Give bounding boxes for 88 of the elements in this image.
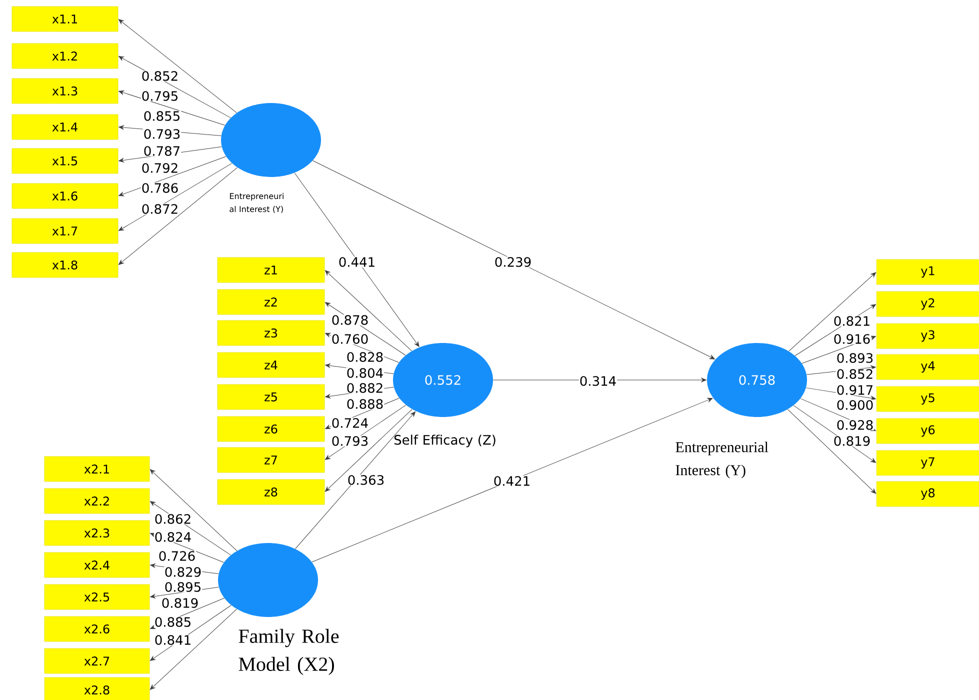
indicator-box: y5 (876, 386, 979, 412)
indicator-box: x1.1 (12, 6, 118, 32)
indicator-box: x2.4 (44, 552, 150, 578)
indicator-box: y3 (876, 323, 979, 349)
edge-label: 0.917 (836, 384, 874, 396)
indicator-box: x1.7 (12, 218, 118, 244)
indicator-box: y1 (876, 259, 979, 285)
edge-label: 0.363 (346, 474, 386, 486)
edge-label: 0.828 (346, 352, 384, 362)
edge-label: 0.760 (330, 334, 370, 344)
construct-ellipse (221, 103, 321, 177)
indicator-box: x1.3 (12, 78, 118, 104)
edge-label: 0.900 (836, 400, 874, 410)
edge-label: 0.726 (158, 550, 196, 562)
indicator-box: x2.1 (44, 456, 150, 482)
edge-label: 0.829 (164, 566, 202, 578)
edge-label: 0.314 (578, 376, 618, 386)
arrow (788, 409, 876, 494)
indicator-box: z5 (217, 384, 325, 410)
edge-label: 0.878 (330, 314, 370, 326)
edge-label: 0.793 (330, 436, 370, 446)
arrow (118, 167, 238, 265)
edge-label: 0.787 (142, 146, 182, 156)
edge-label: 0.724 (330, 418, 370, 428)
arrow (788, 272, 876, 352)
edge-label: 0.872 (140, 204, 180, 214)
indicator-box: z1 (217, 257, 325, 283)
construct-ellipse (218, 543, 318, 617)
edge-label: 0.841 (154, 634, 192, 646)
edge-label: 0.239 (494, 256, 532, 268)
indicator-box: z8 (217, 479, 325, 505)
edge-label: 0.895 (164, 582, 202, 592)
indicator-box: x2.7 (44, 648, 150, 674)
indicator-box: z2 (217, 289, 325, 315)
indicator-box: y7 (876, 450, 979, 476)
indicator-box: y2 (876, 291, 979, 317)
edge-label: 0.821 (832, 316, 872, 326)
indicator-box: x2.3 (44, 520, 150, 546)
edge-label: 0.888 (346, 398, 384, 410)
indicator-box: x2.2 (44, 488, 150, 514)
construct-label: Entrepreneuri al Interest (Y) (230, 192, 284, 214)
edge-label: 0.928 (836, 420, 874, 430)
edge-label: 0.819 (832, 436, 872, 446)
edge-label: 0.916 (832, 334, 872, 344)
edge-label: 0.824 (154, 532, 192, 542)
edge-label: 0.855 (142, 110, 182, 122)
arrow (150, 608, 237, 690)
indicator-box: z3 (217, 320, 325, 346)
edge-label: 0.421 (492, 476, 532, 486)
arrow (324, 270, 412, 352)
indicator-box: z4 (217, 352, 325, 378)
indicator-box: x1.6 (12, 183, 118, 209)
indicator-box: x1.8 (12, 252, 118, 278)
edge-label: 0.852 (836, 368, 874, 380)
edge-label: 0.441 (338, 256, 376, 268)
edge-label: 0.795 (140, 90, 180, 102)
arrow (295, 411, 416, 550)
indicator-box: y6 (876, 418, 979, 444)
arrow (118, 19, 237, 114)
indicator-box: x1.5 (12, 148, 118, 174)
indicator-box: z7 (217, 447, 325, 473)
indicator-box: x2.8 (44, 677, 150, 700)
arrow (312, 160, 715, 360)
edge-label: 0.793 (142, 128, 182, 140)
edge-label: 0.792 (140, 162, 180, 174)
edge-label: 0.804 (346, 368, 384, 378)
edge-label: 0.786 (140, 182, 180, 194)
indicator-box: z6 (217, 416, 325, 442)
edge-label: 0.852 (140, 70, 180, 82)
indicator-box: y4 (876, 354, 979, 380)
construct-label: Family Role Model (X2) (238, 628, 339, 676)
edge-label: 0.882 (346, 382, 384, 394)
construct-label: Entrepreneurial Interest (Y) (676, 442, 768, 478)
arrow (294, 172, 420, 347)
edge-label: 0.819 (160, 598, 200, 608)
indicator-box: x2.6 (44, 616, 150, 642)
indicator-box: x1.2 (12, 43, 118, 69)
indicator-box: y8 (876, 481, 979, 507)
arrow (150, 469, 238, 552)
arrow (118, 90, 226, 126)
edge-label: 0.893 (836, 352, 874, 364)
indicator-box: x2.5 (44, 584, 150, 610)
indicator-box: x1.4 (12, 114, 118, 140)
arrow (324, 409, 412, 492)
edge-label: 0.885 (154, 616, 192, 628)
arrow (312, 398, 713, 562)
edge-label: 0.862 (154, 514, 192, 524)
construct-label: Self Efficacy (Z) (394, 434, 496, 448)
